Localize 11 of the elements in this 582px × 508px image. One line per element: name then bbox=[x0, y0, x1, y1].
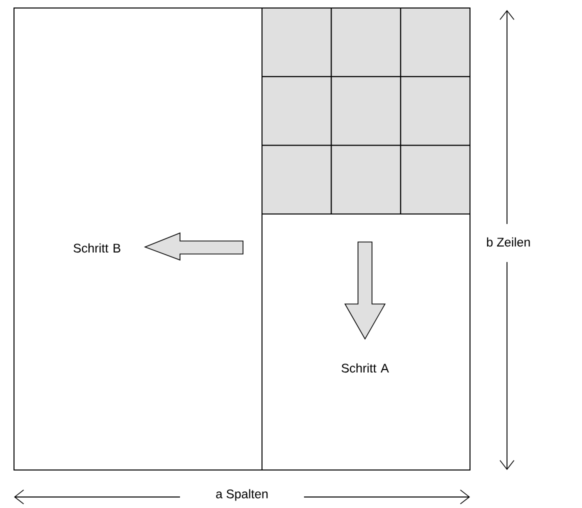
grid-cell bbox=[262, 144, 332, 214]
grid-cell bbox=[262, 8, 332, 78]
dimension-label: a Spalten bbox=[216, 489, 268, 501]
grid-cell bbox=[330, 8, 402, 78]
grid-cell bbox=[400, 76, 470, 146]
dimension-label: b Zeilen bbox=[487, 237, 530, 247]
grid-cell bbox=[400, 8, 470, 78]
grid-cell bbox=[330, 76, 402, 146]
grid-cell bbox=[330, 144, 402, 214]
grid-cell bbox=[262, 76, 332, 146]
grid-cell bbox=[400, 144, 470, 214]
